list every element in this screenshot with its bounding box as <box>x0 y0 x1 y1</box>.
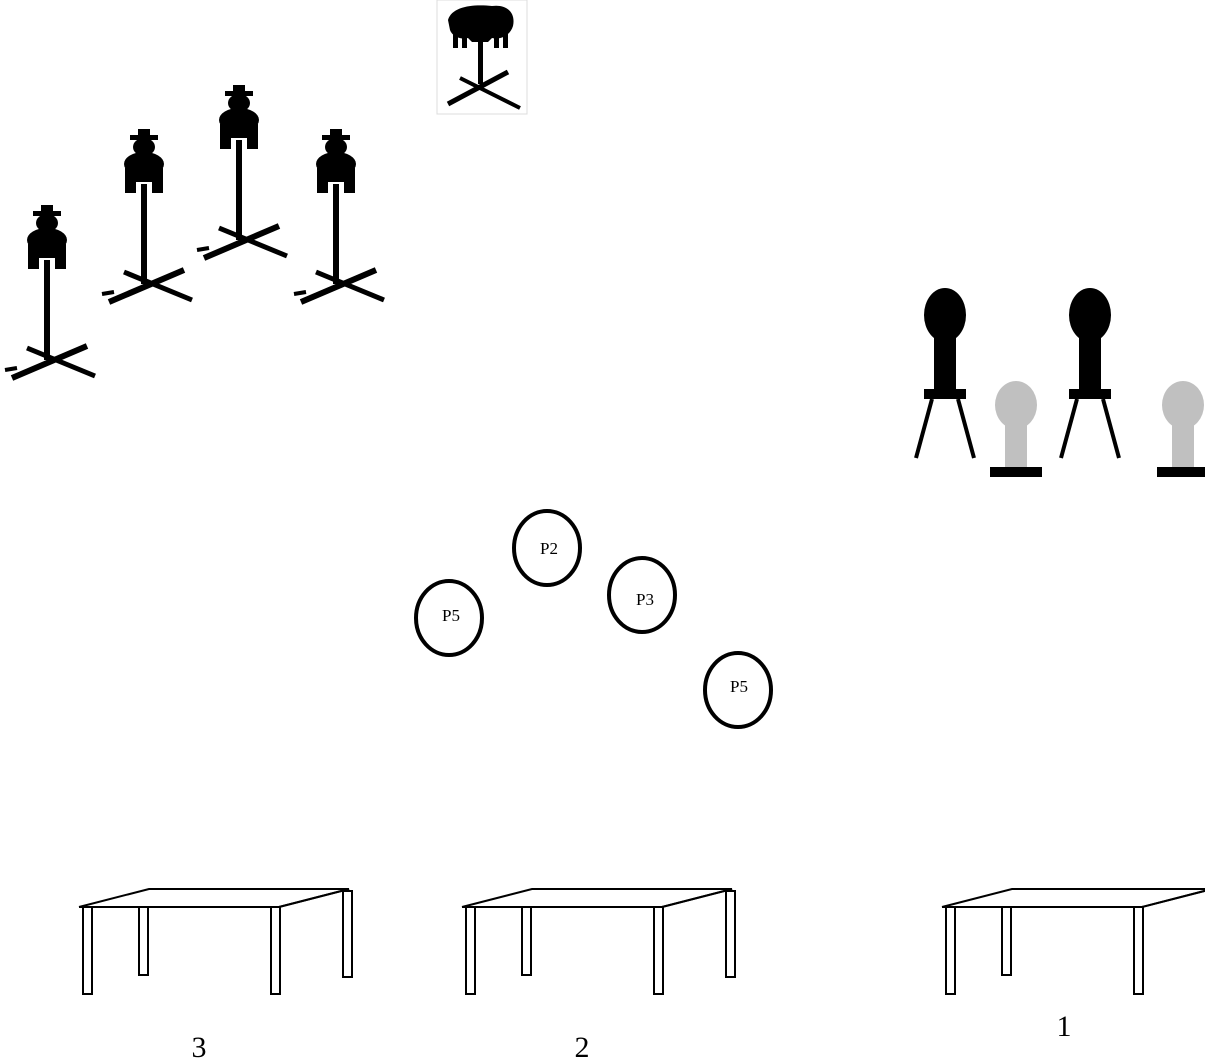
position-marker-p5-left: P5 <box>416 581 482 655</box>
popper-gray-2 <box>1157 381 1205 477</box>
position-label: P3 <box>636 590 654 609</box>
table-3 <box>79 889 352 994</box>
target-bandit-4 <box>294 129 384 302</box>
popper-black-2 <box>1061 288 1119 458</box>
position-marker-p5-right: P5 <box>705 653 771 727</box>
table-label-3: 3 <box>192 1031 207 1063</box>
position-label: P2 <box>540 539 558 558</box>
target-bandit-1 <box>5 205 95 378</box>
table-label-1: 1 <box>1057 1010 1072 1043</box>
position-label: P5 <box>442 606 460 625</box>
target-buffalo <box>437 0 527 114</box>
popper-gray-1 <box>990 381 1042 477</box>
target-bandit-2 <box>102 129 192 302</box>
table-label-2: 2 <box>575 1031 590 1063</box>
table-1 <box>942 889 1205 994</box>
popper-black-1 <box>916 288 974 458</box>
table-2 <box>462 889 735 994</box>
position-label: P5 <box>730 677 748 696</box>
target-bandit-3 <box>197 85 287 258</box>
position-marker-p3: P3 <box>609 558 675 632</box>
position-marker-p2: P2 <box>514 511 580 585</box>
